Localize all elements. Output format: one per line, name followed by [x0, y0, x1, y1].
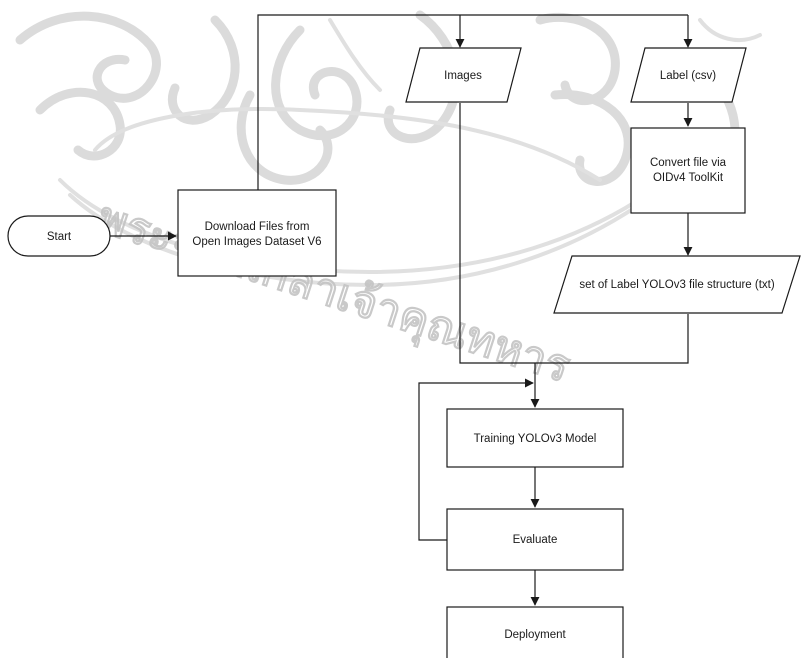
images-label: Images — [444, 70, 482, 82]
edge-images-merge — [459, 103, 535, 364]
node-images: Images — [405, 47, 522, 103]
edge-yolo-label-merge — [535, 314, 689, 364]
node-training: Training YOLOv3 Model — [446, 408, 624, 468]
download-label-line1: Download Files from — [205, 221, 310, 233]
node-label-csv: Label (csv) — [630, 47, 747, 103]
evaluate-label: Evaluate — [513, 534, 558, 546]
label-csv-label: Label (csv) — [660, 70, 716, 82]
edge-evaluate-loop — [418, 378, 534, 541]
node-start: Start — [7, 215, 111, 257]
deployment-label: Deployment — [504, 629, 566, 641]
watermark-seal — [15, 10, 762, 288]
label-yolo-structure-label: set of Label YOLOv3 file structure (txt) — [579, 279, 775, 291]
node-label-yolo-structure: set of Label YOLOv3 file structure (txt) — [553, 255, 801, 314]
convert-label-line1: Convert file via — [650, 157, 727, 169]
download-label-line2: Open Images Dataset V6 — [192, 236, 321, 248]
node-evaluate: Evaluate — [446, 508, 624, 571]
convert-label-line2: OIDv4 ToolKit — [653, 172, 724, 184]
edge-download-top-branch — [257, 14, 688, 190]
node-download-files: Download Files from Open Images Dataset … — [177, 189, 337, 277]
connectors — [110, 14, 693, 606]
node-convert-file: Convert file via OIDv4 ToolKit — [630, 127, 746, 214]
node-deployment: Deployment — [446, 606, 624, 658]
start-label: Start — [47, 231, 72, 243]
training-label: Training YOLOv3 Model — [474, 433, 597, 445]
